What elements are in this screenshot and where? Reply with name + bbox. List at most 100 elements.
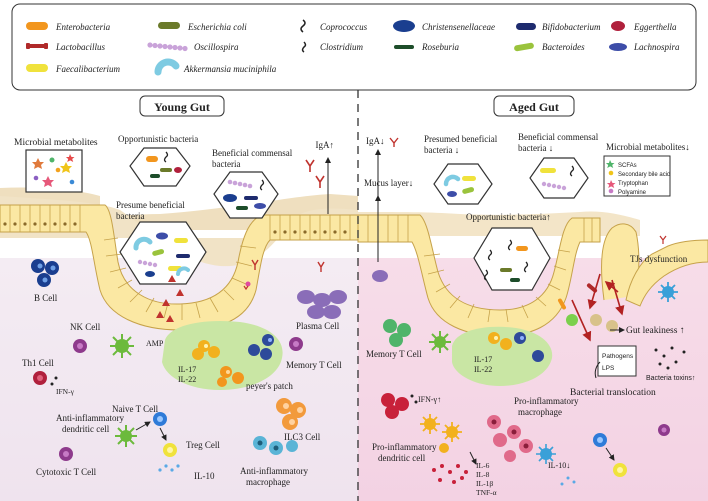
legend-swatch-bacteroides [514,42,534,52]
aged-dendritic-cell [429,331,451,353]
aged-beneficial-label-1: Beneficial commensal [518,132,599,142]
aged-il8-label: IL-8 [476,470,490,479]
young-opportunistic-hexagon [129,147,191,187]
bacterial-translocation-label: Bacterial translocation [570,388,656,398]
young-beneficial-hexagon [213,171,279,219]
memory-t-cell-label-young: Memory T Cell [286,360,342,370]
young-title: Young Gut [154,100,210,114]
memory-t-cell-young [289,337,303,351]
th1-cell-label: Th1 Cell [22,358,54,368]
aged-title-box [493,95,575,117]
legend-swatch-clostridium [301,41,307,53]
legend-label: Eggerthella [633,22,677,32]
ilc3-cell-label: ILC3 Cell [284,432,321,442]
peyers-patch-label: peyer's patch [246,381,293,391]
aged-opportunistic-label: Opportunistic bacteria↑ [466,212,551,222]
anti-dc-label-2: dendritic cell [62,424,110,434]
bacteria-toxins-dots [654,346,686,370]
legend-swatch-enterobacteria [26,22,48,30]
legend-label: Akkermansia muciniphila [183,64,277,74]
pro-mac-label-2: macrophage [518,407,562,417]
legend-swatch-oscillospira [147,42,188,52]
tjs-dysfunction-label: TJs dysfunction [630,254,688,264]
young-metabolites-label: Microbial metabolites [14,138,98,148]
aged-beneficial-label-2: bacteria ↓ [518,143,553,153]
pro-dc-label-1: Pro-inflammatory [372,442,437,452]
translocation-curve [594,361,601,379]
th1-cell [33,371,58,386]
aged-cell-purple-1 [372,270,388,282]
legend-label: Bifidobacterium [542,22,601,32]
nk-cell-label: NK Cell [70,322,101,332]
dendritic-cell-young-1 [110,334,134,358]
young-il10-label: IL-10 [194,471,215,481]
aged-dendritic-blue [658,282,678,302]
young-opportunistic-label: Opportunistic bacteria [118,134,198,144]
aged-pathogen-box [597,345,637,377]
gut-leakiness-label: Gut leakiness ↑ [626,326,685,336]
legend-label: Lachnospira [633,42,680,52]
dc-to-naive-arrow [135,421,151,431]
aged-iga-free [659,235,667,244]
aged-metabolites-box [603,155,671,197]
treg-cell [158,443,180,472]
young-amp-label: AMP [146,339,164,348]
young-presumed-label-1: Presume beneficial [116,200,185,210]
legend-label: Roseburia [421,42,459,52]
young-epithelium [0,204,359,331]
legend-swatch-eggerthella [611,21,625,31]
bile-acid-label: Secondary bile acid [618,172,670,178]
aged-ifn-label: IFN-γ↑ [418,395,441,404]
young-il22-label: IL-22 [178,375,196,384]
plasma-cell-cluster [297,290,347,319]
legend: Enterobacteria Escherichia coli Coprococ… [11,3,697,91]
pathogens-label: Pathogens [602,353,634,360]
pro-dc-label-2: dendritic cell [378,453,426,463]
cytotoxic-t-cell-label: Cytotoxic T Cell [36,467,97,477]
pro-inflammatory-dendritic-cells [420,414,462,453]
b-cell-label: B Cell [34,293,58,303]
aged-memory-t-cell-label: Memory T Cell [366,349,422,359]
tryptophan-label: Tryptophan [618,181,648,187]
young-amp [156,275,184,322]
naive-t-cell [153,412,167,426]
scfa-label: SCFAs [618,163,637,169]
legend-swatch-lactobacillus [26,43,48,49]
young-lumen-bacteria [243,281,251,291]
aged-opportunistic-hexagon [473,227,551,291]
aged-beneficial-hexagon [529,157,589,199]
aged-cytokine-arrow [469,451,477,465]
legend-swatch-lachnospira [609,43,627,51]
polyamine-label: Polyamine [618,190,647,196]
aged-il6-label: IL-6 [476,461,490,470]
nk-cell [73,339,87,353]
aged-iga-antibody [389,137,399,147]
legend-swatch-christensenellaceae [393,20,415,32]
legend-label: Escherichia coli [187,22,247,32]
young-il17-label: IL-17 [178,365,196,374]
aged-il10-label: IL-10↓ [548,461,570,470]
young-presumed-hexagon [119,221,207,285]
young-beneficial-label-2: bacteria [212,159,240,169]
legend-label: Christensenellaceae [422,22,495,32]
aged-lamina-propria [358,258,708,501]
legend-label: Bacteroides [542,42,585,52]
aged-mucus-label: Mucus layer↓ [364,178,413,188]
aged-presumed-label-2: bacteria ↓ [424,145,459,155]
young-peyers-patch [162,320,283,390]
treg-cell-label: Treg Cell [186,440,220,450]
bacteria-toxins-label: Bacteria toxins↑ [646,375,695,382]
young-iga-label: IgA↑ [316,140,335,150]
young-presumed-label-2: bacteria [116,211,144,221]
aged-presumed-hexagon [433,163,493,205]
aged-treg-arrow [605,447,615,461]
aged-il22-label: IL-22 [474,365,492,374]
aged-treg-cells [536,433,627,486]
legend-label: Enterobacteria [55,22,111,32]
aged-presumed-label-1: Presumed beneficial [424,134,498,144]
aged-leaking-bacteria [558,273,625,342]
aged-metabolites-label: Microbial metabolites↓ [606,142,690,152]
pro-inflammatory-macrophage [487,415,533,462]
young-beneficial-label-1: Beneficial commensal [212,148,293,158]
aged-il17-label: IL-17 [474,355,492,364]
